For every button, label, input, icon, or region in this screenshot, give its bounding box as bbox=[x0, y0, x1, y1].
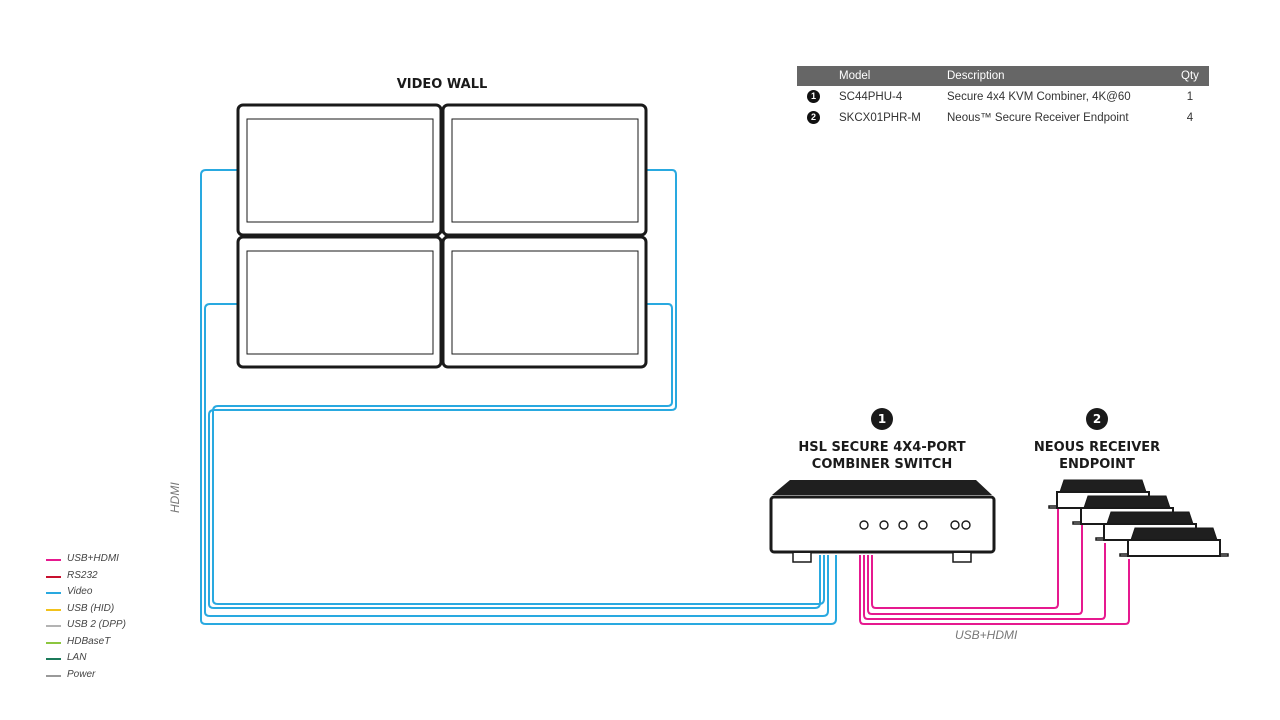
bom-row-description: Neous™ Secure Receiver Endpoint bbox=[947, 111, 1129, 124]
bom-row-number: 2 bbox=[807, 111, 820, 124]
legend-swatch bbox=[46, 608, 61, 611]
device-2-label-line2: ENDPOINT bbox=[1059, 457, 1135, 472]
bom-header-row: Model Description Qty bbox=[797, 66, 1209, 86]
device-1-label: HSL SECURE 4X4-PORT COMBINER SWITCH bbox=[792, 439, 972, 473]
hdmi-cable-bottom-right bbox=[212, 303, 825, 605]
legend-swatch bbox=[46, 658, 61, 660]
table-row: 1 SC44PHU-4 Secure 4x4 KVM Combiner, 4K@… bbox=[797, 86, 1209, 107]
video-wall-monitor-bottom-left bbox=[236, 235, 443, 369]
legend-swatch bbox=[46, 674, 61, 677]
bom-header-num bbox=[797, 66, 839, 86]
device-2-number-badge: 2 bbox=[1086, 408, 1108, 430]
bom-row-number: 1 bbox=[807, 90, 820, 103]
usb-hdmi-cable-2 bbox=[867, 525, 1083, 615]
bill-of-materials-table: Model Description Qty 1 SC44PHU-4 Secure… bbox=[797, 66, 1209, 128]
usb-hdmi-cable-4 bbox=[859, 555, 1130, 625]
table-row: 2 SKCX01PHR-M Neous™ Secure Receiver End… bbox=[797, 107, 1209, 128]
hdmi-cable-bottom-left bbox=[204, 303, 829, 617]
device-1-label-line1: HSL SECURE 4X4-PORT bbox=[798, 440, 966, 455]
legend-label: HDBaseT bbox=[67, 635, 111, 647]
hdmi-cable-label: HDMI bbox=[168, 482, 182, 513]
bom-header-model: Model bbox=[839, 66, 947, 86]
legend-label: USB+HDMI bbox=[67, 553, 119, 564]
bom-row-qty: 1 bbox=[1186, 90, 1194, 103]
video-wall-center-joint bbox=[436, 230, 448, 242]
bom-row-description: Secure 4x4 KVM Combiner, 4K@60 bbox=[947, 90, 1131, 103]
hdmi-cable-top-right bbox=[208, 169, 821, 609]
device-1-number-badge: 1 bbox=[871, 408, 893, 430]
legend-swatch bbox=[46, 641, 61, 644]
video-wall bbox=[236, 103, 648, 369]
video-wall-title: VIDEO WALL bbox=[396, 77, 488, 92]
usb-hdmi-cables bbox=[859, 505, 1130, 625]
combiner-switch-top bbox=[772, 480, 992, 495]
legend-swatch bbox=[46, 575, 61, 578]
usb-hdmi-cable-1 bbox=[871, 505, 1059, 609]
legend-label: Video bbox=[67, 586, 93, 597]
video-wall-monitor-bottom-right bbox=[441, 235, 648, 369]
legend-swatch bbox=[46, 592, 61, 594]
legend-swatch bbox=[46, 559, 61, 561]
receiver-endpoint-4 bbox=[1119, 527, 1229, 557]
hdmi-cable-top-left bbox=[200, 169, 837, 625]
receiver-endpoints bbox=[1048, 479, 1229, 557]
bom-row-model: SKCX01PHR-M bbox=[839, 111, 921, 124]
bom-header-description: Description bbox=[947, 66, 1171, 86]
combiner-switch-feet bbox=[792, 553, 972, 563]
legend-label: RS232 bbox=[67, 569, 98, 581]
usb-hdmi-cable-3 bbox=[863, 543, 1106, 620]
combiner-switch-device bbox=[769, 480, 996, 563]
video-wall-monitor-top-right bbox=[441, 103, 648, 237]
legend-label: USB 2 (DPP) bbox=[67, 619, 126, 630]
legend-label: USB (HID) bbox=[67, 602, 115, 614]
legend-label: Power bbox=[67, 668, 96, 680]
legend-swatch bbox=[46, 625, 61, 627]
combiner-switch-ports bbox=[859, 520, 971, 530]
video-cables bbox=[200, 169, 837, 625]
device-2-label-line1: NEOUS RECEIVER bbox=[1033, 440, 1161, 455]
bom-row-num-cell: 1 bbox=[797, 86, 839, 107]
video-wall-monitor-top-left bbox=[236, 103, 443, 237]
usb-hdmi-cable-label: USB+HDMI bbox=[955, 628, 1018, 642]
device-1-label-line2: COMBINER SWITCH bbox=[811, 457, 953, 472]
bom-row-num-cell: 2 bbox=[797, 107, 839, 128]
device-2-label: NEOUS RECEIVER ENDPOINT bbox=[1022, 439, 1172, 473]
bom-row-qty: 4 bbox=[1186, 111, 1194, 124]
legend-label: LAN bbox=[67, 652, 87, 663]
bom-row-model: SC44PHU-4 bbox=[839, 90, 903, 103]
bom-header-qty: Qty bbox=[1171, 66, 1209, 86]
